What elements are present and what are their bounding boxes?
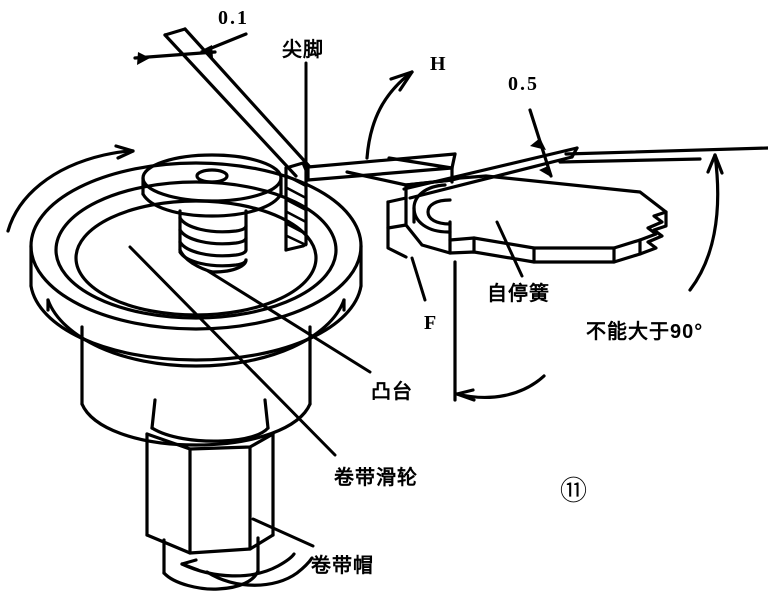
leader-lines: [128, 61, 524, 548]
label-pointed-foot: 尖脚: [282, 39, 324, 61]
label-boss: 凸台: [371, 381, 413, 403]
hex-cap: [145, 398, 275, 591]
dimension-0-1-label: 0.1: [218, 7, 249, 29]
label-force-f: F: [424, 312, 437, 334]
dimension-0-5-marker: [528, 108, 553, 178]
center-screw-and-spring: [141, 153, 283, 274]
pulley-body: [29, 161, 363, 447]
pointed-foot: [284, 161, 308, 252]
h-rotation-arc: [365, 70, 414, 160]
label-h-dimension: H: [430, 53, 446, 75]
angle-limit-arc: [688, 153, 724, 292]
figure-number: ⑪: [560, 476, 587, 506]
label-self-stop-spring: 自停簧: [487, 283, 550, 305]
force-f-indicator: [453, 260, 546, 402]
self-stop-spring-plate: [386, 174, 668, 264]
dimension-0-1-marker: [133, 32, 248, 65]
cap-rotation-arrow: [180, 552, 314, 587]
label-tape-reel-cap: 卷带帽: [311, 555, 374, 577]
label-max-angle-note: 不能大于90°: [586, 321, 704, 343]
pulley-rotation-arrow: [6, 144, 135, 233]
label-tape-reel-pulley: 卷带滑轮: [334, 467, 418, 489]
dimension-0-5-label: 0.5: [508, 73, 539, 95]
